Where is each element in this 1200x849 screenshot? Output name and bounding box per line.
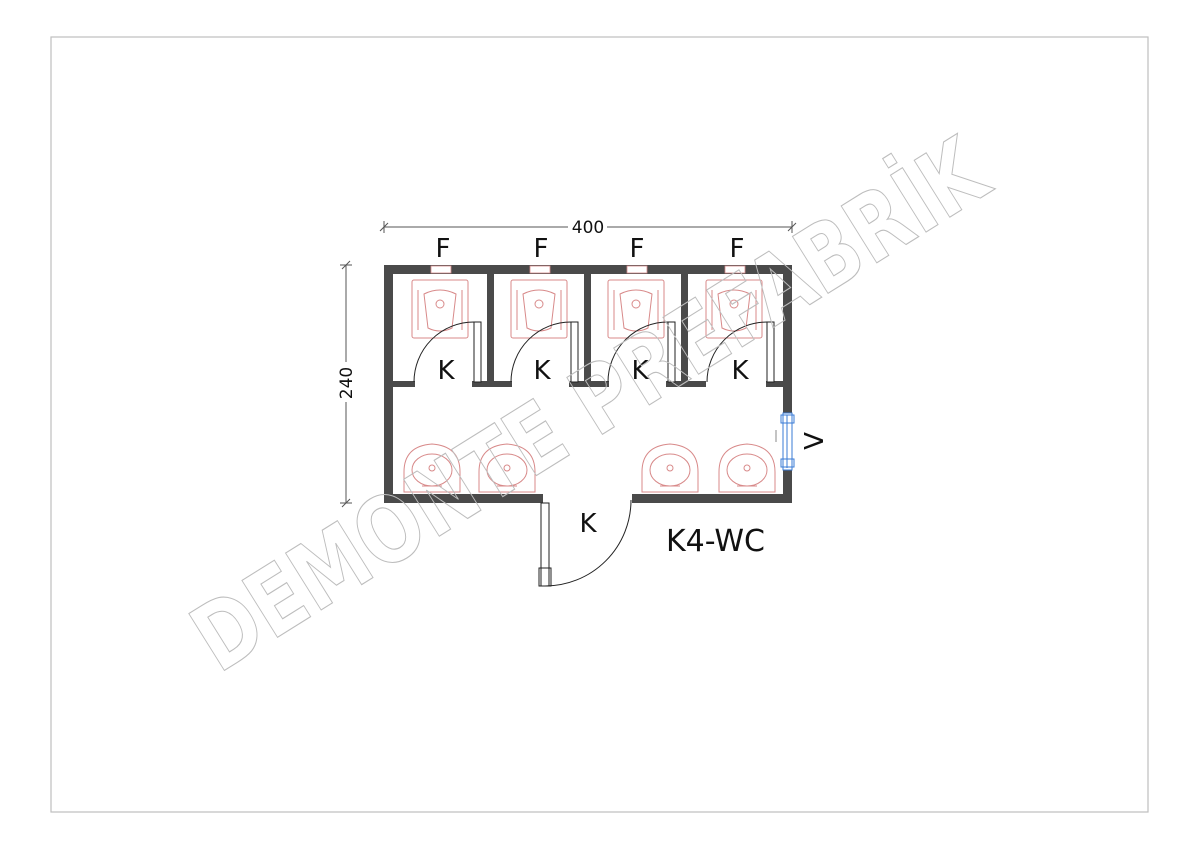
width-dimension-label: 400 <box>572 218 604 238</box>
toilet-fixture <box>705 279 763 339</box>
stall-labels: F F F F <box>436 234 745 264</box>
depth-dimension-label: 240 <box>337 367 357 399</box>
entrance-door <box>538 499 632 587</box>
sink-fixture <box>718 443 776 493</box>
toilet-fixture <box>510 279 568 339</box>
vent-label: V <box>800 432 830 450</box>
stall-label: F <box>630 234 645 264</box>
stall-door <box>510 321 579 383</box>
vent-window <box>775 412 795 471</box>
watermark: DEMONTE PREFABRİK <box>173 116 1007 692</box>
sink-fixture <box>478 443 536 493</box>
sink-fixture <box>641 443 699 493</box>
toilet-fixture <box>411 279 469 339</box>
stall-label: F <box>534 234 549 264</box>
door-labels: K K K K <box>437 356 749 386</box>
stall-door <box>706 321 775 383</box>
stall-windows <box>430 265 746 274</box>
sink-fixture <box>403 443 461 493</box>
stall-door <box>413 321 482 383</box>
depth-dimension <box>340 260 352 508</box>
stall-door <box>607 321 676 383</box>
walls <box>384 265 792 503</box>
toilet-fixture <box>607 279 665 339</box>
door-label: K <box>437 356 455 386</box>
sink-fixtures <box>403 443 776 493</box>
entrance-label: K <box>579 509 597 539</box>
door-label: K <box>533 356 551 386</box>
door-label: K <box>731 356 749 386</box>
model-label: K4-WC <box>666 524 765 559</box>
door-label: K <box>631 356 649 386</box>
stall-label: F <box>436 234 451 264</box>
width-dimension <box>379 221 797 233</box>
stall-label: F <box>730 234 745 264</box>
stall-doors <box>413 321 775 383</box>
sheet-border <box>50 36 1149 813</box>
